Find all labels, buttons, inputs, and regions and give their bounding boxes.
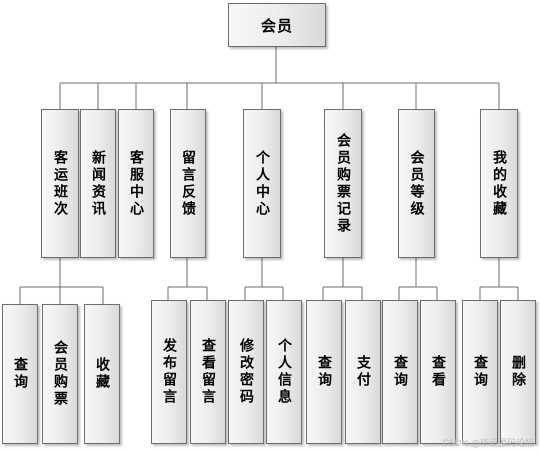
leaf-label: 删除 [510, 355, 526, 389]
leaf-label: 查询 [472, 355, 488, 389]
leaf-change-password: 修改密码 [228, 300, 264, 444]
node-news: 新闻资讯 [80, 109, 116, 258]
leaf-record-pay: 支付 [345, 300, 381, 444]
leaf-bus-favorite: 收藏 [84, 304, 120, 444]
node-ticket-records: 会员购票记录 [324, 109, 362, 258]
node-label: 个人中心 [254, 149, 270, 218]
leaf-label: 查询 [392, 355, 408, 389]
node-personal-center: 个人中心 [243, 109, 281, 258]
leaf-bus-purchase: 会员购票 [42, 304, 78, 444]
leaf-view-messages: 查看留言 [190, 300, 226, 444]
leaf-favorite-query: 查询 [462, 300, 498, 444]
leaf-favorite-delete: 删除 [500, 300, 536, 444]
leaf-level-query: 查询 [382, 300, 418, 444]
node-label: 会员购票记录 [335, 132, 351, 235]
node-member-level: 会员等级 [398, 109, 435, 258]
leaf-post-message: 发布留言 [151, 300, 187, 444]
node-label: 客服中心 [128, 149, 144, 218]
leaf-label: 收藏 [94, 357, 110, 391]
leaf-record-query: 查询 [306, 300, 342, 444]
leaf-label: 查询 [12, 357, 28, 391]
watermark: CSDN @毕设源码论坛 [442, 439, 534, 449]
leaf-level-view: 查看 [420, 300, 456, 444]
leaf-label: 查看留言 [200, 338, 216, 406]
leaf-bus-query: 查询 [2, 304, 38, 444]
leaf-label: 修改密码 [238, 338, 254, 406]
leaf-label: 发布留言 [161, 338, 177, 406]
node-label: 我的收藏 [491, 149, 507, 218]
root-node: 会员 [228, 3, 326, 47]
leaf-label: 个人信息 [276, 338, 292, 406]
node-label: 留言反馈 [180, 149, 196, 218]
leaf-label: 会员购票 [52, 340, 68, 408]
root-node-label: 会员 [260, 16, 293, 35]
leaf-label: 查询 [316, 355, 332, 389]
leaf-label: 查看 [430, 355, 446, 389]
node-label: 会员等级 [408, 149, 425, 218]
node-customer-service: 客服中心 [118, 109, 154, 258]
node-label: 客运班次 [52, 149, 68, 218]
node-feedback: 留言反馈 [170, 109, 206, 258]
leaf-label: 支付 [355, 355, 371, 389]
node-bus-schedule: 客运班次 [41, 109, 79, 258]
node-my-favorites: 我的收藏 [480, 109, 518, 258]
leaf-personal-info: 个人信息 [266, 300, 302, 444]
node-label: 新闻资讯 [90, 149, 106, 218]
